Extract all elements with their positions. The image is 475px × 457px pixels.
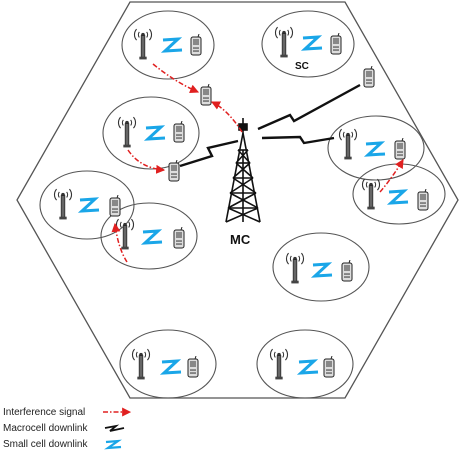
small-cell-downlink-bolt (296, 359, 319, 375)
legend-small-downlink-label: Small cell downlink (3, 439, 88, 450)
small-cell-bs-icon (361, 178, 381, 211)
macrocell-label: MC (230, 232, 251, 247)
macrocell-downlinks (179, 83, 361, 168)
small-cell-area (272, 232, 370, 302)
phone-icon (330, 33, 342, 55)
phone-icon (363, 66, 375, 88)
small-cell-area (102, 96, 200, 170)
phone-icon (394, 138, 406, 160)
phone-icon (323, 356, 335, 378)
small-cell-bs-icon (133, 28, 153, 61)
small-cell-bs-icon (338, 128, 358, 161)
phone-icon (173, 227, 185, 249)
interference-arrow (152, 63, 200, 93)
small-cell-area (121, 10, 215, 80)
small-cell-downlinks (77, 35, 409, 375)
small-cell-areas (39, 10, 446, 399)
macrocell-tower (225, 118, 261, 223)
small-cell-label: SC (295, 61, 309, 72)
legend-macro-downlink-swatch (104, 424, 125, 432)
interference-arrow (379, 159, 404, 193)
legend-small-downlink-swatch (104, 439, 122, 450)
phone-icon (109, 195, 121, 217)
small-cell-downlink-bolt (160, 37, 183, 53)
legend-interference-label: Interference signal (3, 407, 85, 418)
legend-macro-downlink-label: Macrocell downlink (3, 423, 88, 434)
macrocell-downlink-bolt (257, 83, 361, 131)
phone-icon (173, 121, 185, 143)
phone-icon (417, 189, 429, 211)
legend: Interference signal Macrocell downlink S… (3, 407, 132, 450)
interference-arrow (111, 222, 128, 263)
small-cell-area (327, 115, 425, 181)
small-cell-area (256, 329, 354, 399)
interference-arrow (127, 149, 166, 174)
user-equipment (109, 33, 429, 378)
phone-icon (190, 34, 202, 56)
phone-icon (168, 160, 180, 182)
small-cell-bs-icon (274, 26, 294, 59)
small-cell-area (100, 202, 198, 270)
small-cell-downlink-bolt (77, 197, 100, 213)
interference-signals (111, 63, 404, 263)
small-cell-bs-icon (131, 348, 151, 381)
small-cell-downlink-bolt (300, 35, 323, 51)
small-cell-downlink-bolt (310, 262, 333, 278)
macrocell-hexagon (16, 1, 459, 399)
small-cell-downlink-bolt (159, 359, 182, 375)
small-cell-downlink-bolt (386, 189, 409, 205)
interference-arrow (210, 101, 243, 133)
small-cell-area (261, 10, 355, 78)
small-cell-base-stations (53, 26, 381, 381)
small-cell-bs-icon (269, 348, 289, 381)
small-cell-bs-icon (53, 188, 73, 221)
macrocell-downlink-bolt (179, 139, 239, 168)
small-cell-downlink-bolt (143, 125, 166, 141)
small-cell-area (119, 329, 217, 399)
phone-icon (187, 356, 199, 378)
phone-icon (200, 84, 212, 106)
small-cell-bs-icon (117, 116, 137, 149)
small-cell-downlink-bolt (363, 141, 386, 157)
small-cell-downlink-bolt (140, 229, 163, 245)
macrocell-downlink-bolt (261, 135, 335, 145)
phone-icon (341, 260, 353, 282)
small-cell-bs-icon (285, 252, 305, 285)
